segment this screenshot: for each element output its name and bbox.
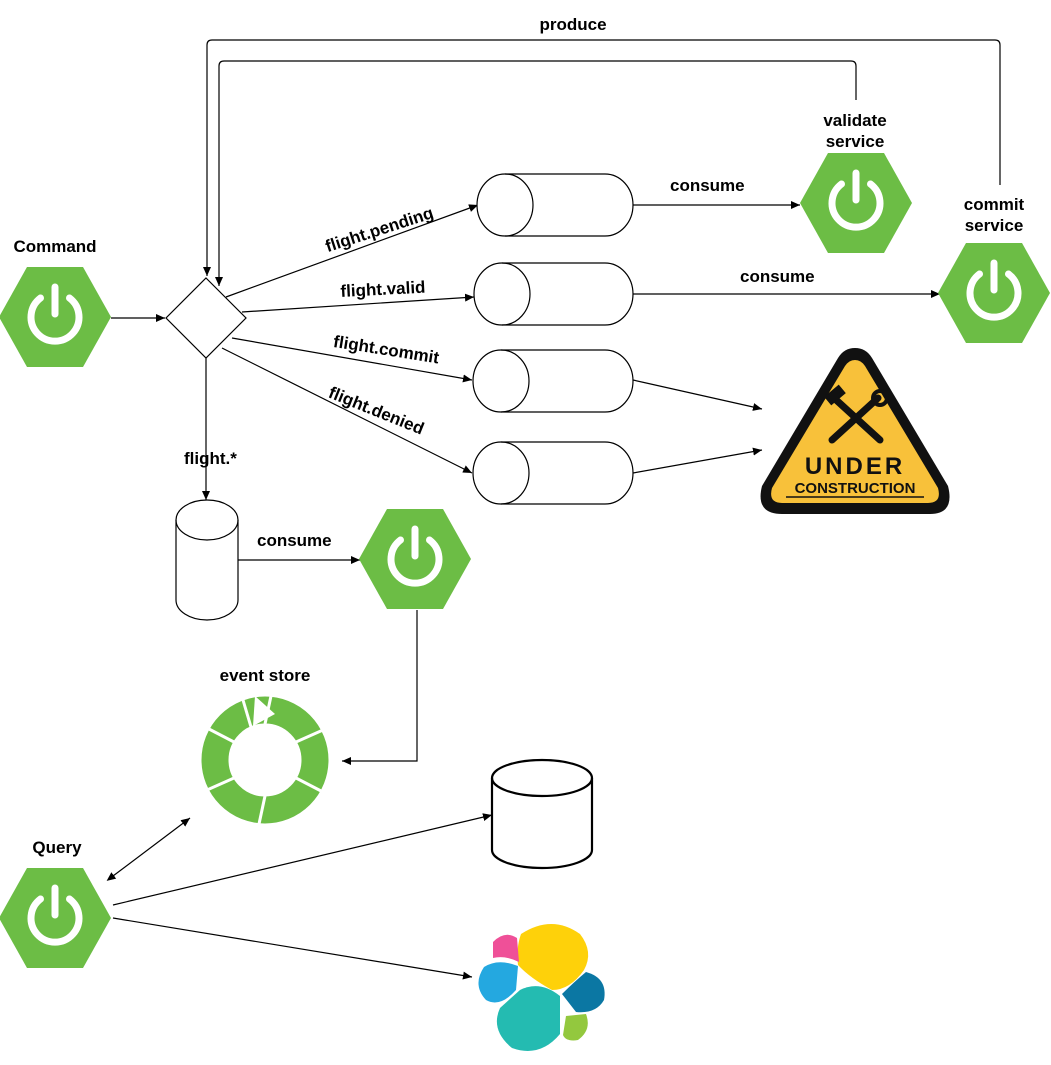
produce-label: produce	[539, 15, 607, 34]
consume-validate-label: consume	[670, 176, 745, 195]
router-diamond	[165, 277, 247, 359]
consume-commit-label: consume	[740, 267, 815, 286]
construction-label: CONSTRUCTION	[795, 480, 916, 497]
flight-all-label: flight.*	[184, 449, 237, 468]
commit-service-icon	[938, 243, 1050, 343]
validate-service-icon	[800, 153, 912, 253]
consumer-to-eventstore-edge	[342, 610, 418, 765]
query-eventstore-edge	[106, 817, 191, 881]
produce-edge-validate	[215, 60, 857, 286]
queue-flight-commit	[472, 349, 634, 413]
queue-flight-denied	[472, 441, 634, 505]
query-to-elastic-edge	[112, 917, 473, 980]
topic-flight-all-cylinder	[175, 499, 239, 621]
denied-to-construction-edge	[632, 447, 763, 474]
event-store-circular-arrows-icon	[201, 695, 329, 825]
command-label: Command	[13, 237, 97, 256]
under-construction-sign-icon: UNDER CONSTRUCTION	[760, 348, 950, 514]
flight-denied-edge	[221, 347, 473, 474]
queue-flight-pending	[476, 173, 634, 237]
event-store-label: event store	[219, 666, 311, 685]
commit-to-construction-edge	[632, 379, 763, 411]
flight-pending-edge	[225, 204, 479, 298]
commit-service-label: commit service	[963, 195, 1025, 235]
edges	[106, 39, 1001, 980]
command-service-icon	[0, 267, 111, 367]
elasticsearch-logo-icon	[478, 924, 605, 1051]
flight-commit-edge	[231, 337, 473, 383]
consume-events-label: consume	[257, 531, 332, 550]
database-cylinder-icon	[490, 758, 594, 870]
produce-edge-commit	[203, 39, 1001, 276]
query-label: Query	[32, 838, 82, 857]
query-to-database-edge	[112, 813, 493, 906]
under-label: UNDER	[805, 453, 905, 480]
flight-valid-edge	[241, 293, 475, 313]
event-consumer-service-icon	[359, 509, 471, 609]
tools-icon	[824, 384, 889, 444]
query-service-icon	[0, 868, 111, 968]
validate-service-label: validate service	[823, 111, 887, 151]
queue-flight-valid	[473, 262, 634, 326]
